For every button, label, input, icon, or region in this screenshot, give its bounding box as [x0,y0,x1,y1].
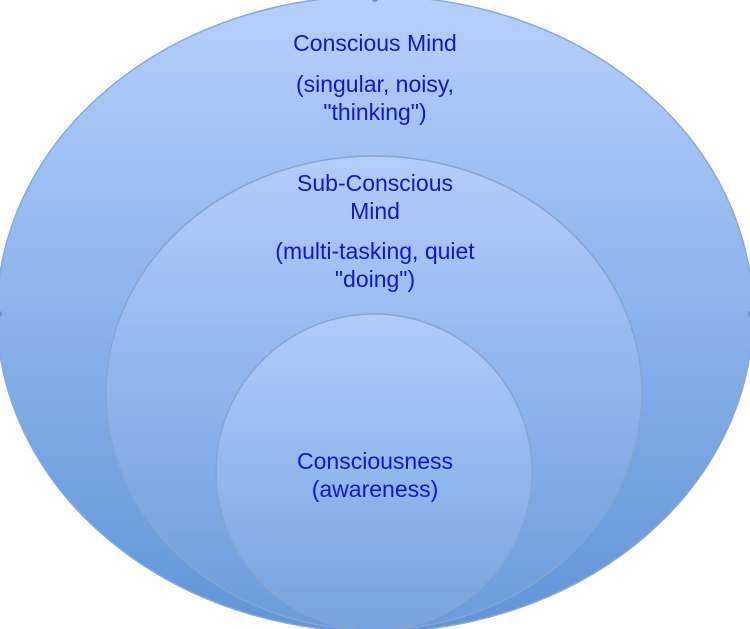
subconscious-mind-description: (multi-tasking, quiet "doing") [275,238,475,292]
outer-top-handle [372,0,378,2]
outer-left-handle [0,311,2,317]
inner-circle [215,313,533,629]
consciousness-title: Consciousness (awareness) [297,448,453,502]
subconscious-mind-title: Sub-Conscious Mind [297,170,453,224]
conscious-mind-description: (singular, noisy, "thinking") [295,71,455,125]
conscious-mind-title: Conscious Mind [293,30,457,56]
